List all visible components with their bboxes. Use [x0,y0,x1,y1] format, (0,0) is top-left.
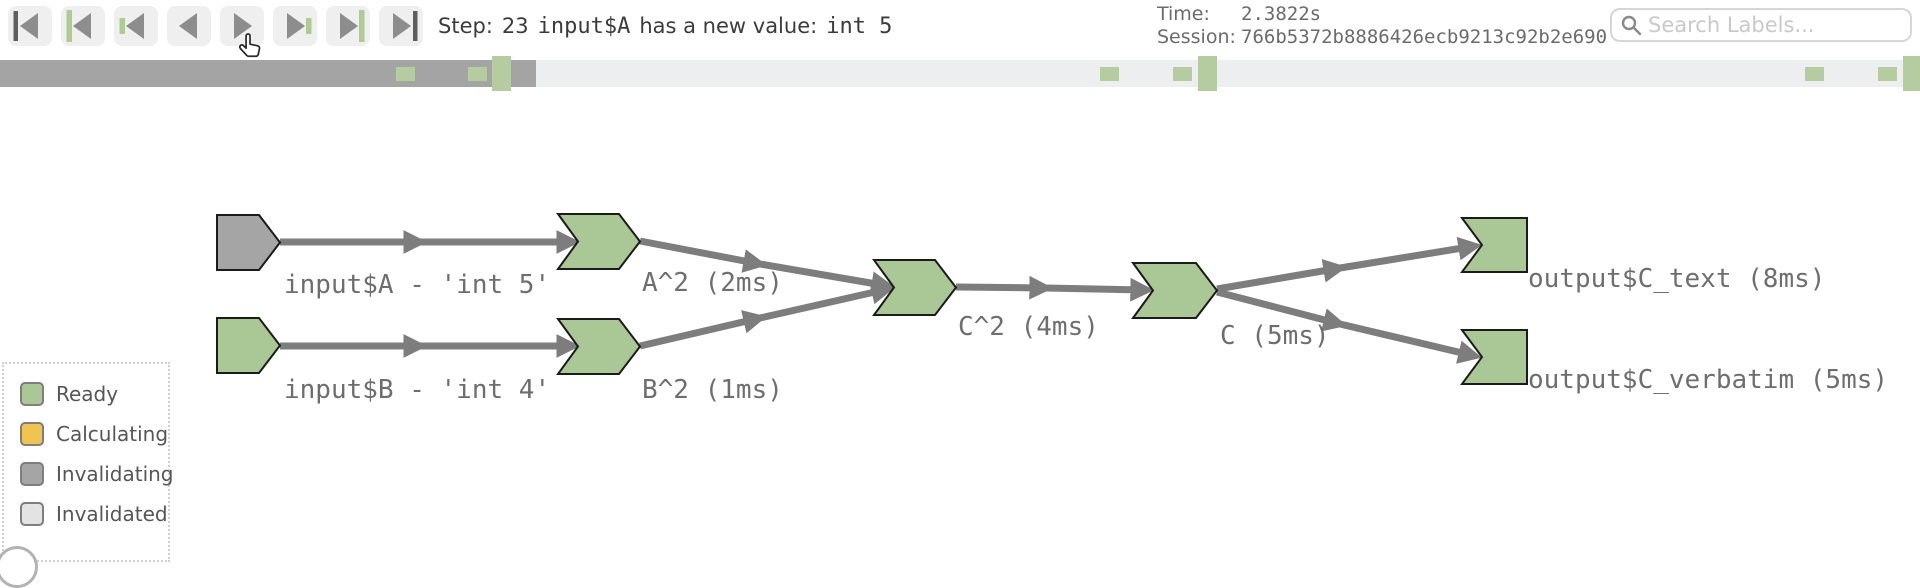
node-label-C2: C^2 (4ms) [958,312,1099,342]
jump-to-end-button[interactable] [379,6,423,46]
node-label-output_C_verbatim: output$C_verbatim (5ms) [1528,365,1888,395]
session-label: Session: [1157,26,1236,48]
next-input-change-button[interactable] [273,6,317,46]
step-back-triangle-icon [126,13,144,39]
marker-bar-icon [13,11,18,41]
step-forward-triangle-icon [287,13,305,39]
node-input_A[interactable] [216,214,282,271]
step-number: 23 [501,14,529,38]
timeline-progress [0,60,536,87]
session-value: 766b5372b8886426ecb9213c92b2e690 [1241,26,1608,48]
step-forward-triangle-icon [340,13,358,39]
next-idle-button[interactable] [326,6,370,46]
node-label-input_A: input$A - 'int 5' [284,270,550,300]
step-value: int 5 [826,13,893,39]
session-info: Time: 2.3822s Session: 766b5372b8886426e… [1157,3,1607,48]
step-label: Step: [438,14,493,38]
node-A2[interactable] [556,213,642,270]
marker-bar-icon [119,18,125,34]
timeline-event-mark[interactable] [1173,67,1193,81]
timeline-event-mark[interactable] [1804,67,1824,81]
node-label-input_B: input$B - 'int 4' [284,375,550,405]
state-legend: Ready Calculating Invalidating Invalidat… [2,362,174,562]
timeline-track[interactable] [0,56,1920,91]
node-input_B[interactable] [216,317,282,374]
prev-step-button[interactable] [167,6,211,46]
legend-label: Calculating [56,422,169,446]
prev-idle-button[interactable] [61,6,105,46]
edge-A2-to-C2 [639,237,896,295]
legend-label: Ready [56,382,119,406]
search-input[interactable] [1646,12,1902,38]
node-label-A2: A^2 (2ms) [642,268,783,298]
step-subject: input$A [537,13,631,39]
playback-toolbar [8,6,423,46]
node-C2[interactable] [872,259,958,316]
node-output_C_verbatim[interactable] [1460,329,1528,385]
node-output_C_text[interactable] [1460,217,1528,273]
step-forward-triangle-icon [393,13,411,39]
marker-bar-icon [359,10,365,42]
step-back-triangle-icon [20,13,38,39]
legend-item-invalidated: Invalidated [20,502,168,526]
step-back-triangle-icon [179,13,197,39]
timeline-event-mark[interactable] [468,67,488,81]
search-icon [1621,15,1642,36]
timeline-event-mark-tall[interactable] [1198,56,1218,91]
step-back-triangle-icon [73,13,91,39]
edge-C-to-output_C_text [1216,236,1483,293]
legend-label: Invalidated [56,502,168,526]
reactive-graph: input$A - 'int 5' input$B - 'int 4' A^2 (2… [216,213,1888,405]
timeline-event-mark-tall[interactable] [1902,56,1920,91]
legend-item-calculating: Calculating [20,422,168,446]
invalidating-swatch [20,462,44,486]
time-value: 2.3822s [1241,3,1322,25]
legend-item-invalidating: Invalidating [20,462,174,486]
node-C[interactable] [1131,262,1219,319]
time-label: Time: [1157,3,1210,25]
marker-bar-icon [66,10,72,42]
timeline-event-mark[interactable] [1100,67,1120,81]
step-status: Step: 23 input$A has a new value: int 5 [438,0,892,52]
step-message: has a new value: [639,14,818,38]
prev-input-change-button[interactable] [114,6,158,46]
node-label-output_C_text: output$C_text (8ms) [1528,264,1825,294]
marker-bar-icon [413,11,418,41]
edge-C-to-output_C_verbatim [1216,288,1482,364]
node-label-C: C (5ms) [1220,321,1330,351]
timeline-event-mark-tall[interactable] [491,56,511,91]
ready-swatch [20,382,44,406]
timeline-event-mark[interactable] [1877,67,1897,81]
step-forward-triangle-icon [234,13,252,39]
timeline-event-mark[interactable] [395,67,415,81]
decorative-arc [0,546,38,588]
node-label-B2: B^2 (1ms) [642,375,783,405]
next-step-button[interactable] [220,6,264,46]
legend-item-ready: Ready [20,382,168,406]
legend-label: Invalidating [56,462,174,486]
invalidated-swatch [20,502,44,526]
node-B2[interactable] [556,318,642,375]
search-box [1610,8,1912,42]
edge-B2-to-C2 [639,281,895,350]
edge-C2-to-C [955,275,1155,302]
marker-bar-icon [306,18,312,34]
jump-to-start-button[interactable] [8,6,52,46]
calculating-swatch [20,422,44,446]
